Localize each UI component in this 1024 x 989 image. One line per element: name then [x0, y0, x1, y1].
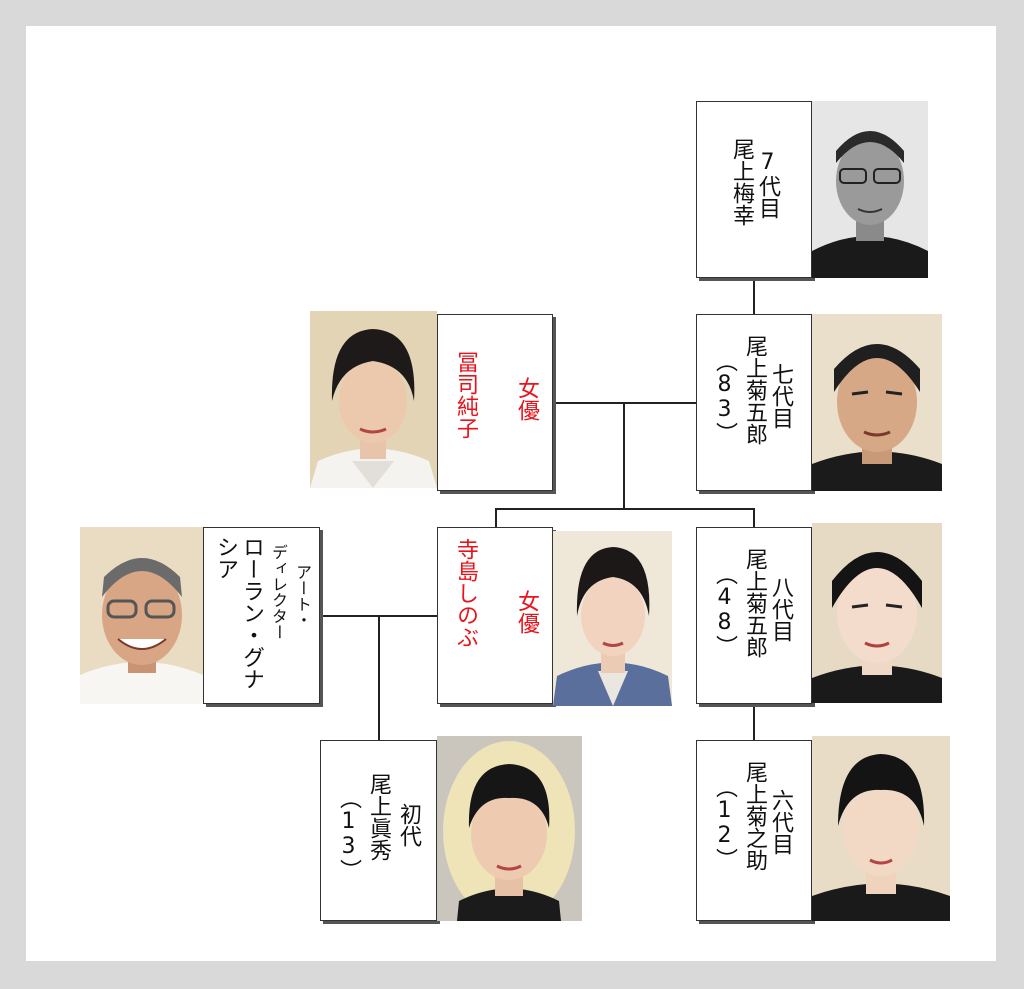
age-label: （12）: [712, 776, 737, 870]
generation-label: 七代目: [768, 363, 793, 429]
name-label: 冨司純子: [453, 351, 478, 439]
portrait-shinobu-icon: [553, 531, 672, 706]
generation-label: 八代目: [768, 576, 793, 642]
portrait-laurent-icon: [80, 527, 203, 704]
portrait-kikugoro7-icon: [812, 314, 942, 491]
age-label: （48）: [712, 563, 737, 657]
portrait-mahide-icon: [437, 736, 582, 921]
role-label: アート・: [293, 564, 312, 628]
person-card-baiko: 7代目 尾上梅幸: [696, 101, 812, 278]
portrait-fuji-icon: [310, 311, 437, 488]
person-card-kikunosuke: 六代目 尾上菊之助 （12）: [696, 740, 812, 921]
name-label: 寺島しのぶ: [453, 538, 478, 648]
person-card-shinobu: 女優 寺島しのぶ: [437, 527, 553, 704]
role-label: 女優: [514, 377, 539, 421]
name-label: 尾上菊五郎: [742, 335, 767, 445]
person-card-mahide: 初代 尾上眞秀 （13）: [320, 740, 437, 921]
name-label: 尾上菊之助: [742, 761, 767, 871]
person-card-laurent: アート・ ディレクター ローラン・グナシア: [203, 527, 320, 704]
portrait-kikugoro8-icon: [812, 523, 942, 703]
portrait-kikunosuke-icon: [812, 736, 950, 921]
role-label-continued: ディレクター: [269, 544, 288, 640]
portrait-baiko-icon: [812, 101, 928, 278]
name-label: 尾上菊五郎: [742, 548, 767, 658]
connector-children-bar: [495, 508, 755, 510]
age-label: （13）: [336, 787, 361, 881]
name-label: ローラン・グナシア: [213, 536, 264, 690]
role-label: 女優: [514, 590, 539, 634]
connector-children-drop: [623, 402, 625, 509]
connector-child-kikugoro8: [753, 508, 755, 527]
person-card-kikugoro8: 八代目 尾上菊五郎 （48）: [696, 527, 812, 704]
connector-kikugoro8-kikunosuke: [753, 703, 755, 740]
connector-baiko-kikugoro7: [753, 278, 755, 314]
name-label: 尾上梅幸: [729, 138, 754, 226]
generation-label: 7代目: [755, 150, 780, 219]
name-label: 尾上眞秀: [366, 773, 391, 861]
generation-label: 六代目: [768, 789, 793, 855]
age-label: （83）: [712, 350, 737, 444]
generation-label: 初代: [396, 803, 421, 847]
person-card-kikugoro7: 七代目 尾上菊五郎 （83）: [696, 314, 812, 491]
connector-child-shinobu: [495, 508, 497, 527]
person-card-fuji: 女優 冨司純子: [437, 314, 553, 491]
connector-child-mahide: [378, 615, 380, 740]
